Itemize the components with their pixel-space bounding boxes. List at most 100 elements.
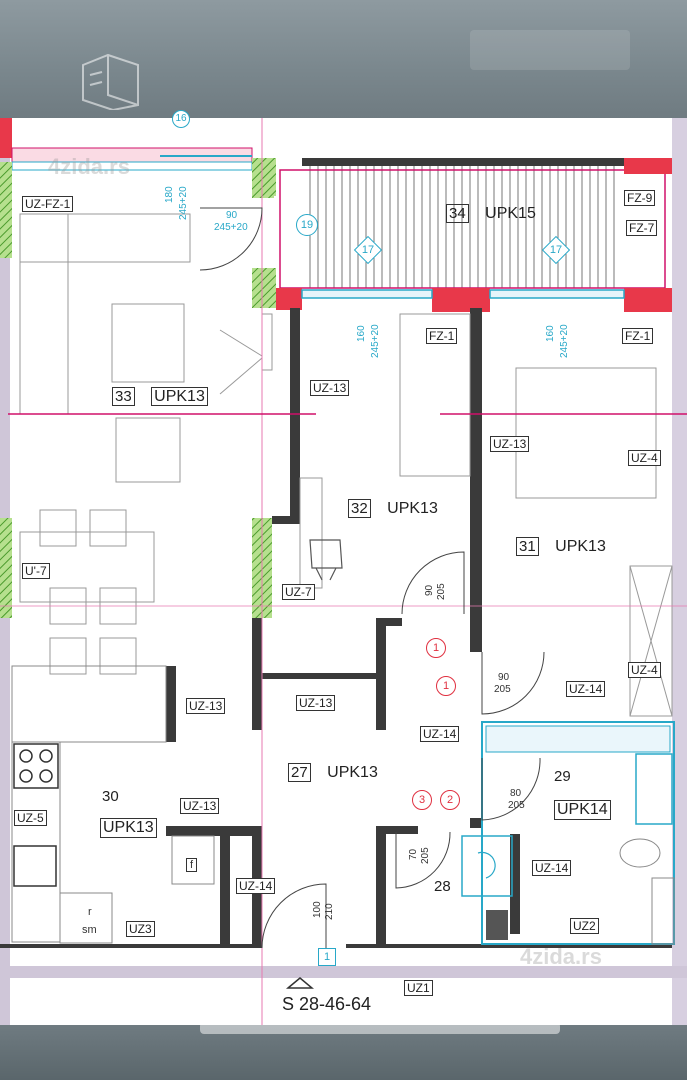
- room-29-number: 29: [554, 768, 571, 785]
- living-furniture: [19, 213, 273, 675]
- pipe-shaft: [486, 910, 508, 940]
- dim-160-b: 160: [545, 325, 556, 342]
- tag-uz-4-b: UZ-4: [628, 662, 661, 678]
- tag-uz-fz-1: UZ-FZ-1: [22, 196, 74, 212]
- marker-16: 16: [172, 110, 190, 128]
- tag-uz1: UZ1: [404, 980, 433, 996]
- watermark-top: 4zida.rs: [48, 154, 130, 179]
- marker-2: 2: [440, 790, 460, 810]
- marker-3: 3: [412, 790, 432, 810]
- balcony-railing-top: [302, 158, 624, 166]
- dim-160-a: 160: [356, 325, 367, 342]
- dim-245-20-b: 245+20: [214, 222, 248, 233]
- tag-uz-13-c: UZ-13: [186, 698, 226, 714]
- room-34-label: 34 UPK15: [446, 204, 536, 223]
- dim-245-20-d: 245+20: [559, 324, 570, 358]
- floor-plan-drawing: [0, 118, 687, 1025]
- tag-uz-13-e: UZ-13: [180, 798, 220, 814]
- washbasin: [635, 753, 673, 825]
- dim-205-d: 205: [420, 847, 431, 864]
- room-29-code: UPK14: [554, 800, 611, 820]
- left-wall-hatch-1: [0, 162, 12, 258]
- tag-uz-14-d: UZ-14: [236, 878, 276, 894]
- room-31-code: UPK13: [555, 538, 606, 555]
- tag-u-7: U'-7: [22, 563, 50, 579]
- room-32-code: UPK13: [387, 500, 438, 517]
- room-34-number: 34: [446, 204, 469, 223]
- marker-17-a: 17: [361, 244, 375, 256]
- marker-1-a: 1: [426, 638, 446, 658]
- top-blur-area: [0, 0, 687, 118]
- watermark-bottom: 4zida.rs: [520, 944, 602, 969]
- marker-17-b: 17: [549, 244, 563, 256]
- dim-180: 180: [164, 186, 175, 203]
- door-swings: [199, 207, 545, 949]
- tag-uz-13-d: UZ-13: [296, 695, 336, 711]
- balcony-bottom-red-1: [276, 288, 302, 310]
- room-32-label: 32 UPK13: [348, 499, 438, 518]
- blurred-header-block: [470, 30, 630, 70]
- dim-245-20-a: 245+20: [178, 186, 189, 220]
- building-logo-icon: [82, 53, 139, 110]
- balcony-top-right-column: [624, 158, 672, 174]
- shower-28: [461, 835, 513, 897]
- kitchen-counter: [11, 665, 215, 944]
- desk-chair-icon: [309, 539, 343, 581]
- fridge-label: f: [186, 858, 198, 872]
- bedroom-furniture: [299, 313, 673, 717]
- dim-100: 100: [312, 901, 323, 918]
- tag-uz-7: UZ-7: [282, 584, 315, 600]
- room-31-label: 31 UPK13: [516, 537, 606, 556]
- tag-fz-1-bedroom31: FZ-1: [622, 328, 654, 344]
- tag-uz-14-b: UZ-14: [420, 726, 460, 742]
- room-27-number: 27: [288, 763, 311, 782]
- room-34-code: UPK15: [485, 205, 536, 222]
- room-31-number: 31: [516, 537, 539, 556]
- balcony-bottom-red-3: [624, 288, 672, 312]
- room-33-label: 33 UPK13: [112, 387, 208, 406]
- bottom-blur-area: [0, 1025, 687, 1080]
- tag-uz-13-b: UZ-13: [490, 436, 530, 452]
- entrance-arrow-icon: [286, 977, 314, 989]
- balcony-window-1: [301, 289, 433, 299]
- appliance-sm-label: sm: [82, 924, 97, 936]
- marker-1-entrance: 1: [318, 948, 336, 966]
- balcony-deck-lines: [309, 166, 615, 288]
- room-32-number: 32: [348, 499, 371, 518]
- bottom-exterior-strip: [0, 966, 687, 978]
- room-33-number: 33: [112, 387, 135, 406]
- marker-1-b: 1: [436, 676, 456, 696]
- tag-fz-1-bedroom32: FZ-1: [426, 328, 458, 344]
- room-33-code: UPK13: [151, 387, 208, 406]
- left-wall-hatch-2: [0, 518, 12, 618]
- dim-70: 70: [408, 848, 419, 860]
- room-30-number: 30: [102, 788, 119, 805]
- washing-machine: [651, 877, 675, 945]
- balcony-window-2: [489, 289, 625, 299]
- shower-circle-icon: [477, 851, 496, 879]
- dim-90-c: 90: [498, 672, 510, 683]
- tag-uz3: UZ3: [126, 921, 155, 937]
- tag-uz-14-a: UZ-14: [566, 681, 606, 697]
- tag-uz-13-a: UZ-13: [310, 380, 350, 396]
- dim-205-c: 205: [508, 800, 525, 811]
- wall-hatch-top: [252, 158, 274, 198]
- room-28-number: 28: [434, 878, 451, 895]
- floor-plan: 34 UPK15 33 UPK13 32 UPK13 31 UPK13 30 U…: [0, 110, 687, 1025]
- room-27-code: UPK13: [327, 764, 378, 781]
- toilet: [619, 838, 661, 868]
- tag-uz-14-c: UZ-14: [532, 860, 572, 876]
- tag-uz-4-a: UZ-4: [628, 450, 661, 466]
- sink-icon: [13, 845, 57, 887]
- top-left-column: [0, 118, 12, 158]
- tag-uz-5: UZ-5: [14, 810, 47, 826]
- room-27-label: 27 UPK13: [288, 763, 378, 782]
- dim-245-20-c: 245+20: [370, 324, 381, 358]
- bathtub: [485, 725, 671, 753]
- right-wall: [672, 312, 687, 432]
- dim-90-b: 90: [424, 584, 435, 596]
- room-30-code: UPK13: [100, 818, 157, 838]
- tag-uz2: UZ2: [570, 918, 599, 934]
- dim-90-a: 90: [226, 210, 238, 221]
- interior-walls: [0, 308, 672, 948]
